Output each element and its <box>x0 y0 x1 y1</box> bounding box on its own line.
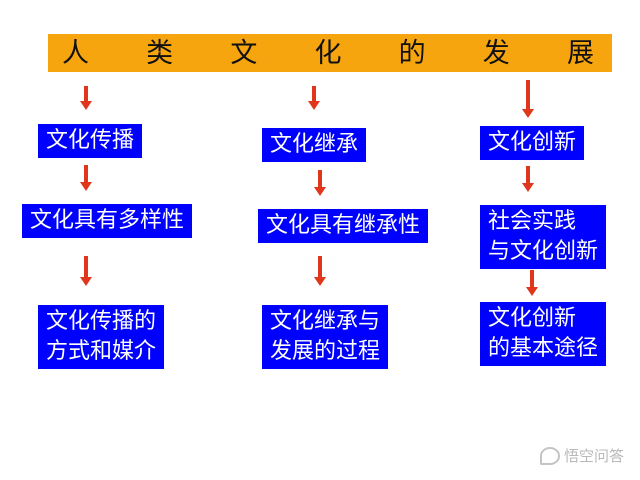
box-line: 文化具有继承性 <box>266 213 421 238</box>
box-line: 社会实践 <box>488 209 577 234</box>
box-line: 文化继承 <box>270 132 359 157</box>
title-bar: 人 类 文 化 的 发 展 <box>48 34 612 72</box>
down-arrow <box>80 256 92 286</box>
box-line: 文化创新 <box>488 130 577 155</box>
box-spread-media: 文化传播的 方式和媒介 <box>38 305 165 369</box>
box-social-practice: 社会实践 与文化创新 <box>480 205 607 269</box>
title-char: 的 <box>398 37 426 69</box>
down-arrow <box>80 86 92 110</box>
box-line: 文化具有多样性 <box>30 208 185 233</box>
down-arrow <box>526 270 538 296</box>
down-arrow <box>522 166 534 192</box>
title-char: 展 <box>566 37 594 69</box>
box-culture-diversity: 文化具有多样性 <box>22 204 193 238</box>
title-char: 类 <box>146 37 174 69</box>
box-line: 文化创新 <box>488 306 577 331</box>
box-line: 方式和媒介 <box>46 339 157 364</box>
speech-bubble-icon <box>539 446 560 465</box>
box-line: 发展的过程 <box>270 339 381 364</box>
box-inheritability: 文化具有继承性 <box>258 209 429 243</box>
title-char: 人 <box>62 37 89 69</box>
down-arrow <box>522 80 534 118</box>
box-line: 文化继承与 <box>270 309 381 334</box>
box-line: 文化传播的 <box>46 309 157 334</box>
watermark-text: 悟空问答 <box>563 447 624 465</box>
box-culture-inheritance: 文化继承 <box>262 128 367 162</box>
box-line: 文化传播 <box>46 128 135 153</box>
box-culture-innovation: 文化创新 <box>480 126 585 160</box>
down-arrow <box>308 86 320 110</box>
title-char: 发 <box>482 37 510 69</box>
title-char: 文 <box>230 37 258 69</box>
box-innovation-path: 文化创新 的基本途径 <box>480 302 607 366</box>
box-line: 与文化创新 <box>488 239 599 264</box>
title-char: 化 <box>314 37 342 69</box>
box-culture-spread: 文化传播 <box>38 124 143 158</box>
watermark: 悟空问答 <box>539 445 624 466</box>
box-line: 的基本途径 <box>488 336 599 361</box>
down-arrow <box>314 170 326 196</box>
box-inheritance-process: 文化继承与 发展的过程 <box>262 305 389 369</box>
down-arrow <box>80 165 92 191</box>
down-arrow <box>314 256 326 286</box>
